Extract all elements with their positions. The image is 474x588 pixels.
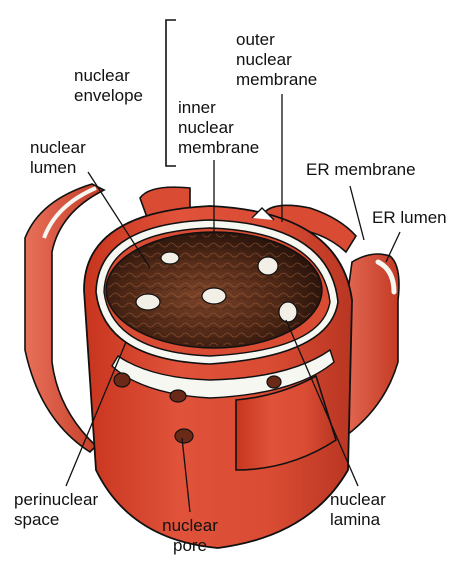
label-line: nuclear [74,66,130,85]
label-line: outer [236,30,275,49]
label-line: space [14,510,60,529]
nuclear-pore-mark [278,301,298,323]
envelope-gap-top [251,207,275,221]
label-line: nuclear [162,516,218,535]
leader-er-membrane [349,185,365,241]
nuclear-pore-mark [113,372,131,388]
label-er-lumen: ER lumen [372,208,447,228]
label-line: pore [172,536,208,555]
label-line: lumen [30,158,77,177]
label-outer-nuclear-membrane: outer nuclear membrane [236,30,317,90]
label-line: ER lumen [372,208,447,227]
label-line: membrane [178,138,260,157]
nuclear-pore-mark [266,375,282,389]
left-er-lumen [42,186,97,239]
label-line: inner [178,98,216,117]
nuclear-pore-mark [174,428,194,444]
leader-nuclear-lamina [285,319,359,487]
nuclear-pore-mark [135,293,161,311]
label-nuclear-lumen: nuclear lumen [30,138,86,178]
label-line: envelope [74,86,144,105]
nuclear-pore-mark [257,256,279,276]
label-line: nuclear [30,138,86,157]
outer-pores [113,372,282,444]
label-line: perinuclear [14,490,99,509]
label-nuclear-lamina: nuclear lamina [330,490,386,530]
label-line: lamina [330,510,381,529]
label-nuclear-pore: nuclear pore [154,516,226,556]
label-er-membrane: ER membrane [306,160,416,180]
nuclear-pore-mark [169,389,187,403]
inner-pores [135,251,298,323]
label-perinuclear-space: perinuclear space [14,490,98,530]
label-line: nuclear [236,50,292,69]
label-nuclear-envelope: nuclear envelope [74,66,143,106]
right-er-lumen [375,259,397,295]
label-line: nuclear [178,118,234,137]
label-line: membrane [236,70,318,89]
leader-lines [65,94,401,513]
nuclear-pore-mark [201,287,227,305]
envelope-bracket [165,19,176,167]
left-er-sheet [24,183,106,454]
label-line: nuclear [330,490,386,509]
leader-er-lumen [385,231,401,263]
label-inner-nuclear-membrane: inner nuclear membrane [178,98,259,158]
leader-nuclear-pore [181,437,191,513]
nuclear-pore-mark [160,251,180,265]
front-er-tab [235,374,337,471]
leader-nuclear-lumen [87,171,151,269]
leader-perinuclear-space [65,341,127,487]
label-line: ER membrane [306,160,416,179]
